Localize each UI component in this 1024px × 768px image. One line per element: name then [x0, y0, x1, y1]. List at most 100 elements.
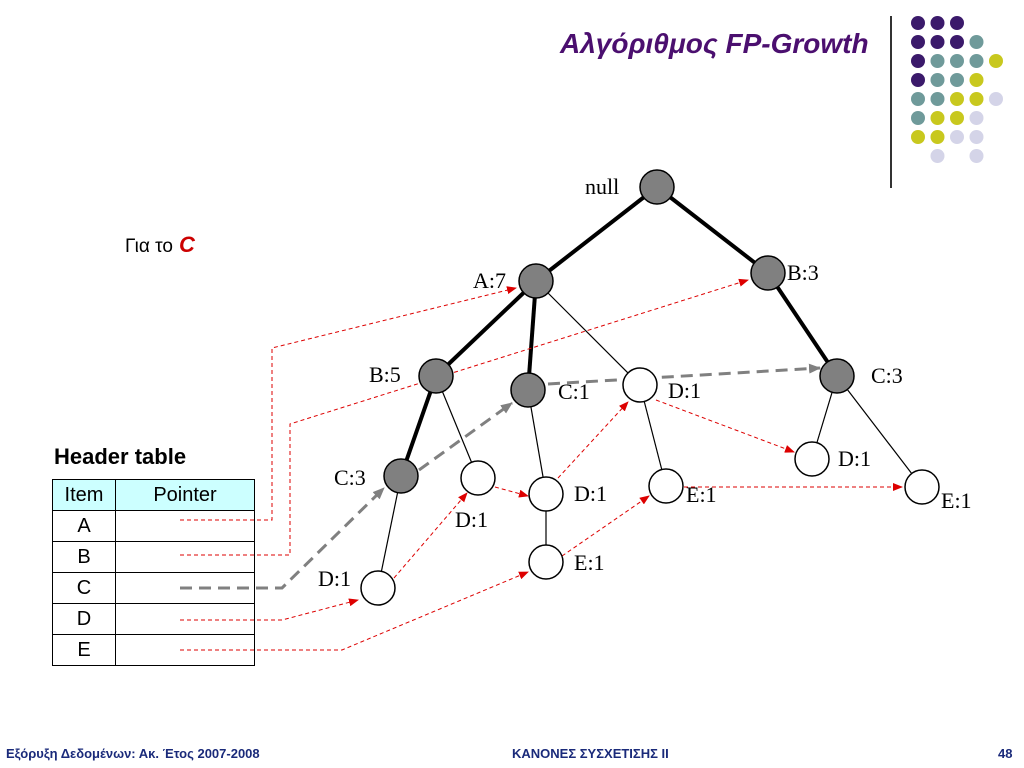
subtitle-text: Για το [125, 236, 173, 257]
title-divider [890, 16, 892, 188]
decorative-dot [989, 92, 1003, 106]
decorative-dot [969, 54, 984, 68]
tree-node [528, 544, 564, 580]
node-label: A:7 [473, 268, 506, 293]
decorative-dots [911, 16, 1003, 163]
node-label: E:1 [941, 488, 972, 513]
table-row: E [52, 634, 255, 666]
tree-node [904, 469, 940, 505]
decorative-dot [969, 35, 984, 49]
header-table-head: Item Pointer [52, 479, 255, 511]
decorative-dot [969, 73, 984, 87]
decorative-dot [989, 54, 1003, 68]
tree-node [383, 458, 419, 494]
tree-node [360, 570, 396, 606]
decorative-dot [950, 130, 964, 144]
tree-edge [435, 375, 479, 479]
tree-node [794, 441, 830, 477]
item-cell: D [52, 603, 116, 635]
tree-node [418, 358, 454, 394]
tree-node [750, 255, 786, 291]
header-table-label: Header table [54, 444, 187, 469]
tree-node [510, 372, 546, 408]
footer-course: Εξόρυξη Δεδομένων: Ακ. Έτος 2007-2008 [6, 746, 260, 761]
tree-edge [377, 475, 402, 589]
tree-node [460, 460, 496, 496]
node-label: D:1 [455, 507, 488, 532]
decorative-dot [950, 16, 964, 30]
decorative-dot [911, 35, 925, 49]
tree-node [819, 358, 855, 394]
decorative-dot [930, 111, 945, 125]
col-item: Item [52, 479, 116, 511]
node-link [561, 495, 650, 557]
decorative-dot [911, 54, 925, 68]
node-link [180, 278, 749, 556]
tree-edge [836, 375, 923, 488]
node-link [180, 286, 517, 521]
node-label: C:3 [334, 465, 366, 490]
tree-edge [434, 279, 538, 378]
node-link [494, 486, 529, 498]
tree-edge [526, 280, 538, 391]
tree-node [639, 169, 675, 205]
slide-title: Αλγόριθμος FP-Growth [560, 28, 869, 59]
node-label: D:1 [574, 481, 607, 506]
decorative-dot [930, 130, 945, 144]
footer-topic: ΚΑΝΟΝΕΣ ΣΥΣΧΕΤΙΣΗΣ ΙΙ [512, 746, 669, 761]
node-link [557, 401, 629, 479]
focus-node-link [547, 363, 821, 386]
table-row: B [52, 541, 255, 573]
decorative-dot [930, 149, 945, 163]
decorative-dot [930, 16, 945, 30]
decorative-dot [911, 111, 925, 125]
tree-node [518, 263, 554, 299]
col-pointer: Pointer [115, 479, 255, 511]
node-link [393, 492, 468, 579]
decorative-dot [930, 92, 945, 106]
tree-edge [534, 185, 659, 283]
decorative-dot [969, 92, 984, 106]
node-link [655, 399, 795, 453]
tree-edge [535, 280, 641, 386]
tree-edge [766, 271, 839, 378]
pointer-cell [115, 510, 255, 542]
focus-node-link [418, 401, 513, 472]
decorative-dot [950, 54, 964, 68]
node-label: E:1 [574, 550, 605, 575]
node-link [180, 571, 529, 651]
decorative-dot [930, 35, 945, 49]
item-cell: E [52, 634, 116, 666]
node-label: E:1 [686, 482, 717, 507]
decorative-dot [930, 54, 945, 68]
node-label: C:3 [871, 363, 903, 388]
node-label: B:3 [787, 260, 819, 285]
decorative-dot [969, 130, 984, 144]
node-label: D:1 [838, 446, 871, 471]
node-label: null [585, 174, 619, 199]
decorative-dot [950, 111, 964, 125]
header-table: Item Pointer A B C D E [52, 479, 255, 666]
decorative-dot [950, 92, 964, 106]
node-label: D:1 [318, 566, 351, 591]
table-row: D [52, 603, 255, 635]
tree-node [622, 367, 658, 403]
page-number: 48 [998, 746, 1013, 761]
node-label: B:5 [369, 362, 401, 387]
decorative-dot [930, 73, 945, 87]
focus-item: C [178, 232, 195, 257]
pointer-cell [115, 541, 255, 573]
decorative-dot [911, 16, 925, 30]
decorative-dot [950, 73, 964, 87]
tree-node [528, 476, 564, 512]
tree-node [648, 468, 684, 504]
node-label: C:1 [558, 379, 590, 404]
focus-node-link [180, 486, 386, 590]
node-link [180, 598, 359, 621]
decorative-dot [911, 92, 925, 106]
decorative-dot [969, 149, 984, 163]
tree-edge [655, 185, 770, 275]
item-cell: B [52, 541, 116, 573]
